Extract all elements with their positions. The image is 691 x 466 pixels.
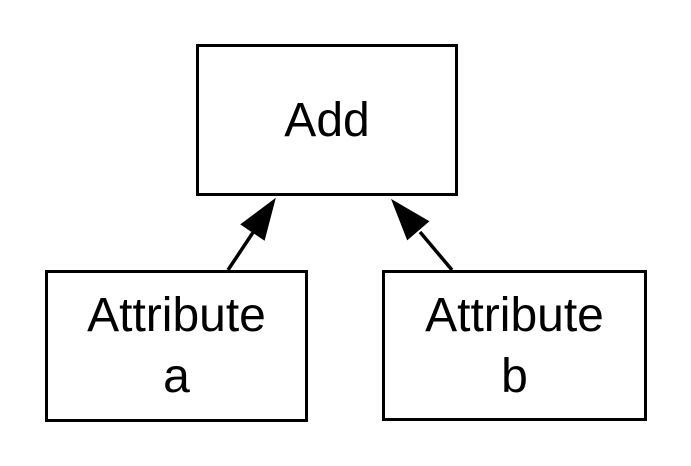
- node-add: Add: [196, 44, 458, 196]
- node-attribute-a: Attribute a: [45, 270, 308, 422]
- node-attribute-b-label-line1: Attribute: [425, 288, 604, 342]
- node-attribute-b-label-line2: b: [501, 349, 528, 403]
- node-attribute-b: Attribute b: [382, 270, 647, 421]
- node-attribute-a-label-line1: Attribute: [87, 289, 266, 342]
- arrowhead-icon: [240, 197, 276, 241]
- edge-attribute-a-to-add: [226, 197, 276, 271]
- node-attribute-a-label-line2: a: [163, 350, 190, 403]
- edge-shaft: [226, 227, 258, 271]
- edge-shaft: [418, 230, 454, 272]
- edge-attribute-b-to-add: [391, 198, 454, 272]
- node-add-label: Add: [284, 93, 370, 147]
- arrowhead-icon: [391, 198, 430, 241]
